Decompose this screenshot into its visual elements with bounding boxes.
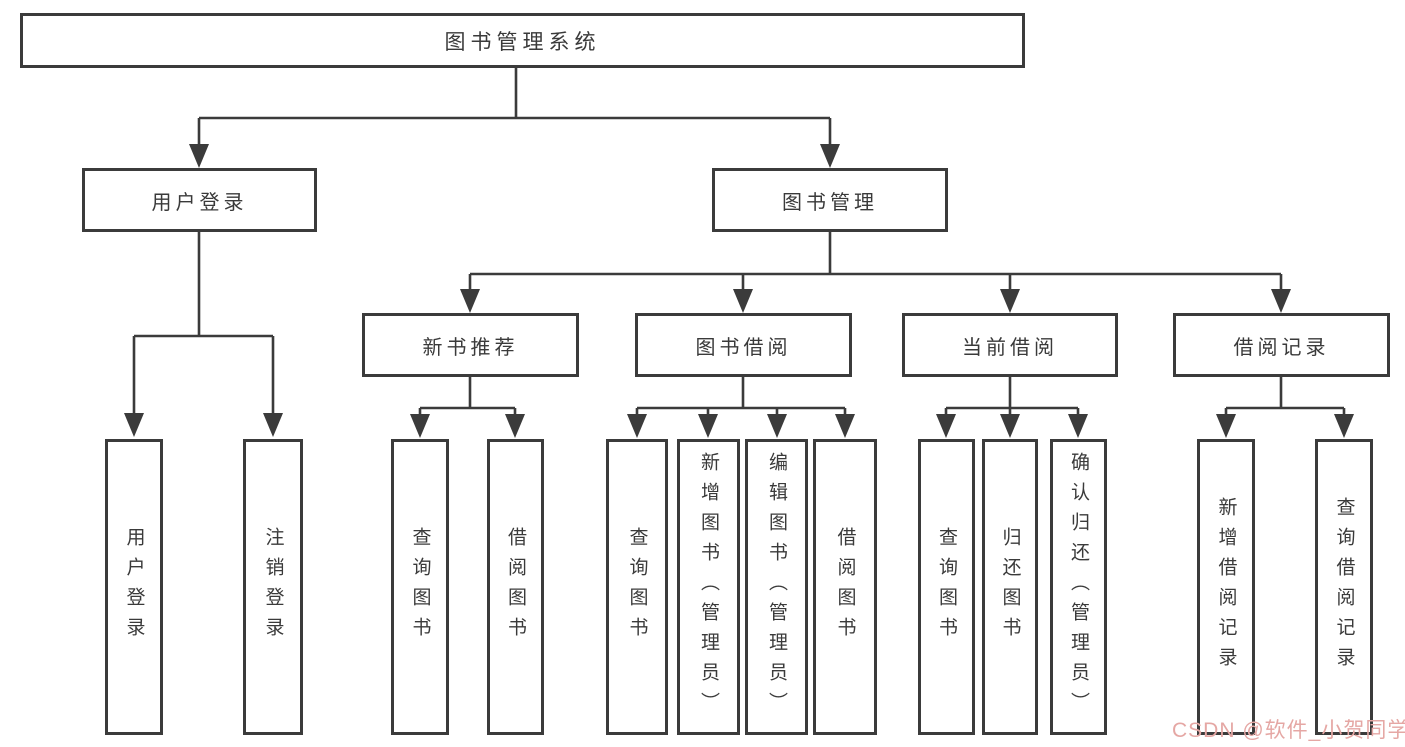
leaf-user-login: 用户登录	[105, 439, 163, 735]
node-book-management-label: 图书管理	[782, 191, 878, 214]
node-new-book-recommend: 新书推荐	[362, 313, 579, 377]
leaf-query-books-borrow: 查询图书	[606, 439, 668, 735]
connector-root-to-level1	[189, 67, 840, 168]
connector-new-book-recommend-group	[410, 377, 525, 438]
node-root-label: 图书管理系统	[444, 30, 601, 54]
leaf-query-books-recommend: 查询图书	[391, 439, 449, 735]
leaf-query-books-current: 查询图书	[918, 439, 975, 735]
node-book-borrow-label: 图书借阅	[695, 336, 792, 359]
leaf-add-book-admin-label: 新增图书（管理员）	[698, 452, 719, 722]
leaf-query-borrow-record-label: 查询借阅记录	[1333, 497, 1355, 677]
node-current-borrow: 当前借阅	[902, 313, 1118, 377]
connector-book-management-branch	[460, 232, 1291, 313]
connector-book-borrow-group	[627, 377, 855, 438]
leaf-query-books-current-label: 查询图书	[936, 527, 957, 647]
leaf-query-books-borrow-label: 查询图书	[626, 527, 648, 647]
watermark: CSDN @软件_小贺同学	[1172, 719, 1405, 742]
leaf-add-book-admin: 新增图书（管理员）	[677, 439, 740, 735]
leaf-logout: 注销登录	[243, 439, 303, 735]
node-user-login-label: 用户登录	[151, 191, 248, 214]
node-user-login: 用户登录	[82, 168, 317, 232]
node-borrow-records: 借阅记录	[1173, 313, 1390, 377]
leaf-borrow-books-recommend-label: 借阅图书	[505, 527, 526, 647]
connector-borrow-records-group	[1216, 377, 1354, 438]
leaf-return-books: 归还图书	[982, 439, 1038, 735]
leaf-confirm-return-admin-label: 确认归还（管理员）	[1068, 452, 1089, 722]
leaf-edit-book-admin: 编辑图书（管理员）	[745, 439, 808, 735]
leaf-query-books-recommend-label: 查询图书	[409, 527, 431, 647]
leaf-borrow-books-recommend: 借阅图书	[487, 439, 544, 735]
leaf-query-borrow-record: 查询借阅记录	[1315, 439, 1373, 735]
leaf-add-borrow-record: 新增借阅记录	[1197, 439, 1255, 735]
leaf-borrow-books: 借阅图书	[813, 439, 877, 735]
node-book-borrow: 图书借阅	[635, 313, 852, 377]
leaf-confirm-return-admin: 确认归还（管理员）	[1050, 439, 1107, 735]
leaf-return-books-label: 归还图书	[999, 527, 1021, 647]
node-book-management: 图书管理	[712, 168, 948, 232]
connector-current-borrow-group	[936, 377, 1088, 438]
leaf-user-login-label: 用户登录	[123, 527, 145, 647]
leaf-edit-book-admin-label: 编辑图书（管理员）	[766, 452, 787, 722]
leaf-borrow-books-label: 借阅图书	[834, 527, 856, 647]
node-new-book-recommend-label: 新书推荐	[422, 336, 519, 359]
node-borrow-records-label: 借阅记录	[1233, 336, 1330, 359]
node-current-borrow-label: 当前借阅	[962, 336, 1058, 359]
connector-user-login-branch	[124, 232, 283, 437]
node-root: 图书管理系统	[20, 13, 1025, 68]
leaf-add-borrow-record-label: 新增借阅记录	[1215, 497, 1237, 677]
leaf-logout-label: 注销登录	[262, 527, 284, 647]
